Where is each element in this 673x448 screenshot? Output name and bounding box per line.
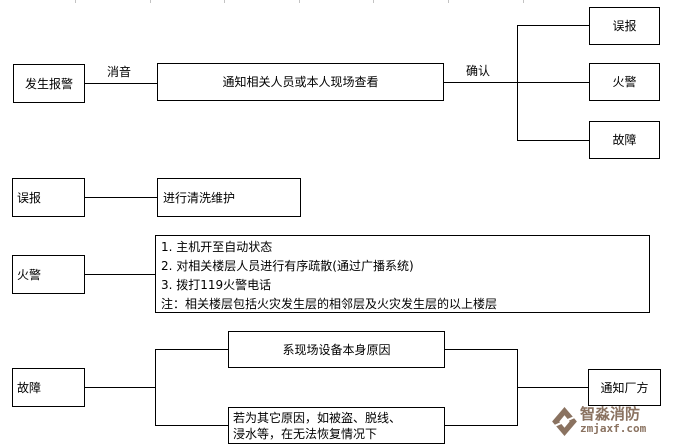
other-cause-line1: 若为其它原因，如被盗、脱线、 xyxy=(233,411,402,425)
node-result-fire: 火警 xyxy=(589,63,660,101)
watermark-logo: 智淼消防 zmjaxf.com xyxy=(551,406,646,437)
watermark-domain-text: zmjaxf.com xyxy=(580,422,647,435)
fire-step-note: 注：相关楼层包括火灾发生层的相邻层及火灾发生层的以上楼层 xyxy=(161,297,498,311)
node-notify-check: 通知相关人员或本人现场查看 xyxy=(157,63,444,101)
edge-label-confirm: 确认 xyxy=(465,64,490,78)
edge-to-false xyxy=(517,25,589,26)
edge-confirm-line xyxy=(444,82,517,83)
watermark-brand-text: 智淼消防 xyxy=(580,405,641,423)
ruler-tick xyxy=(523,0,524,3)
node-equipment-cause: 系现场设备本身原因 xyxy=(228,331,445,368)
other-cause-line2: 浸水等，在无法恢复情况下 xyxy=(233,427,378,441)
node-fault: 故障 xyxy=(12,368,85,407)
node-fire-alarm: 火警 xyxy=(12,255,85,294)
edge-fire-steps xyxy=(85,274,155,275)
node-result-false-alarm: 误报 xyxy=(589,7,660,45)
edge-equipment-out xyxy=(445,349,517,350)
node-notify-manufacturer: 通知厂方 xyxy=(588,369,661,406)
fire-step-3: 3. 拨打119火警电话 xyxy=(161,278,272,292)
edge-to-other-cause xyxy=(155,425,228,426)
ruler-tick xyxy=(373,0,374,3)
ruler-tick xyxy=(448,0,449,3)
edge-to-fire xyxy=(517,82,589,83)
edge-to-maker xyxy=(517,387,588,388)
junction-vertical-fault-left xyxy=(155,349,156,426)
node-cleaning-maintenance: 进行清洗维护 xyxy=(157,178,301,217)
fire-step-2: 2. 对相关楼层人员进行有序疏散(通过广播系统) xyxy=(161,259,414,273)
ruler-tick xyxy=(299,0,300,3)
ruler-tick xyxy=(150,0,151,3)
junction-vertical-top xyxy=(517,25,518,141)
edge-fault-junction xyxy=(85,387,155,388)
edge-mute-line xyxy=(85,83,157,84)
node-false-alarm: 误报 xyxy=(12,178,85,217)
node-alarm-start: 发生报警 xyxy=(13,64,85,103)
edge-to-fault xyxy=(517,140,589,141)
zhimiao-logo-icon xyxy=(552,407,577,436)
ruler-tick xyxy=(75,0,76,3)
node-other-cause: 若为其它原因，如被盗、脱线、 浸水等，在无法恢复情况下 xyxy=(228,407,445,444)
ruler-tick xyxy=(224,0,225,3)
fire-step-1: 1. 主机开至自动状态 xyxy=(161,240,273,254)
edge-false-action xyxy=(85,197,157,198)
edge-to-equipment-cause xyxy=(155,349,228,350)
node-fire-steps: 1. 主机开至自动状态 2. 对相关楼层人员进行有序疏散(通过广播系统) 3. … xyxy=(155,235,650,313)
node-result-fault: 故障 xyxy=(589,121,660,159)
edge-label-mute: 消音 xyxy=(106,65,131,79)
edge-other-out xyxy=(445,425,517,426)
